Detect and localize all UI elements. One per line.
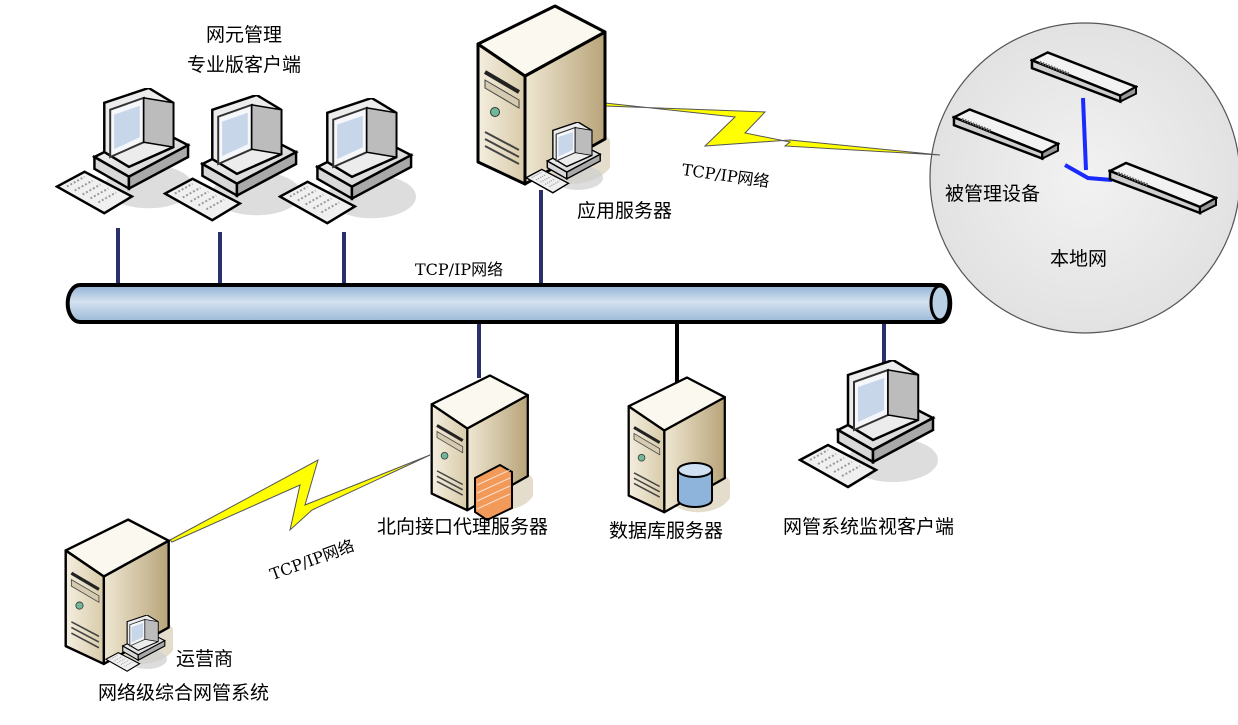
wan-link-top [604,102,941,156]
database-server-label: 数据库服务器 [609,520,724,542]
element-client-title-line1: 网元管理 [206,24,283,46]
managed-devices-label: 被管理设备 [945,183,1041,205]
monitor-client-label: 网管系统监视客户端 [783,516,955,538]
lan-links [1064,97,1113,182]
local-network-label: 本地网 [1050,248,1108,270]
northbound-proxy-label: 北向接口代理服务器 [377,516,549,538]
bus-network-label: TCP/IP网络 [415,260,504,279]
element-client-pc-3[interactable] [278,98,416,225]
app-server-label: 应用服务器 [577,200,673,222]
monitor-client-pc[interactable] [798,360,938,489]
database-cylinder-icon [677,462,713,508]
element-client-title-line2: 专业版客户端 [187,54,302,76]
wan-link-bottom [169,454,431,543]
operator-label-line1: 运营商 [176,648,234,670]
drop-lines [116,190,886,382]
operator-label-line2: 网络级综合网管系统 [98,682,270,704]
firewall-icon [474,463,513,522]
tcp-ip-bus [65,283,953,324]
